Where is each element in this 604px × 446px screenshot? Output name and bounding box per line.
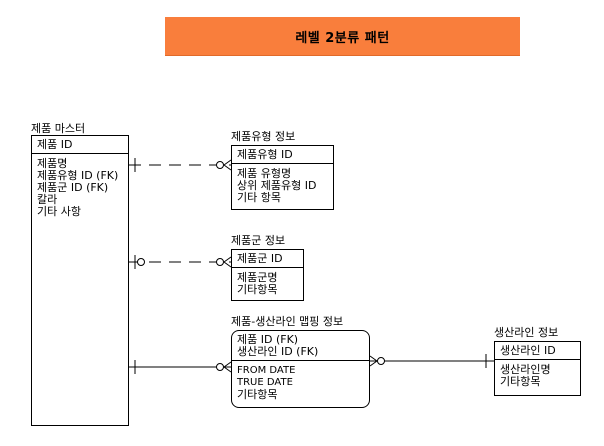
- attribute: 제품군 ID (FK): [37, 181, 109, 194]
- entity-attributes: 생산라인명 기타항목: [495, 360, 580, 388]
- diagram-title: 레벨 2분류 패턴: [295, 30, 390, 46]
- key-attribute: 제품 ID (FK): [237, 333, 299, 346]
- entity-attributes: 제품 유형명 상위 제품유형 ID 기타 항목: [232, 164, 333, 204]
- entity-keys: 제품 ID: [32, 136, 128, 154]
- entity-production-line-title: 생산라인 정보: [494, 326, 559, 339]
- attribute: 제품 유형명: [237, 167, 292, 180]
- attribute: TRUE DATE: [237, 377, 293, 388]
- entity-keys: 제품군 ID: [232, 250, 303, 268]
- attribute: 기타 항목: [237, 191, 281, 204]
- attribute: 상위 제품유형 ID: [237, 179, 317, 192]
- entity-product-type[interactable]: 제품유형 ID 제품 유형명 상위 제품유형 ID 기타 항목: [231, 145, 334, 210]
- diagram-title-banner: 레벨 2분류 패턴: [165, 17, 520, 56]
- entity-product-master-title: 제품 마스터: [31, 122, 86, 135]
- attribute: 제품명: [37, 157, 68, 170]
- attribute: 기타항목: [237, 283, 278, 296]
- entity-keys: 생산라인 ID: [495, 342, 580, 360]
- entity-attributes: 제품군명 기타항목: [232, 268, 303, 296]
- attribute: 칼라: [37, 193, 58, 206]
- entity-mapping-title: 제품-생산라인 맵핑 정보: [231, 315, 344, 328]
- entity-product-type-title: 제품유형 정보: [231, 130, 296, 143]
- attribute: 기타 사항: [37, 205, 81, 218]
- relationship-master-mapping: [129, 360, 232, 374]
- entity-keys: 제품 ID (FK) 생산라인 ID (FK): [232, 331, 369, 361]
- entity-keys: 제품유형 ID: [232, 146, 333, 164]
- entity-product-group[interactable]: 제품군 ID 제품군명 기타항목: [231, 249, 304, 301]
- attribute: 기타항목: [237, 388, 278, 401]
- attribute: 제품유형 ID (FK): [37, 169, 119, 182]
- key-attribute: 생산라인 ID: [500, 344, 556, 357]
- key-attribute: 제품군 ID: [237, 252, 283, 265]
- entity-product-master[interactable]: 제품 ID 제품명 제품유형 ID (FK) 제품군 ID (FK) 칼라 기타…: [31, 135, 129, 426]
- key-attribute: 제품 ID: [37, 138, 73, 151]
- relationship-line-mapping: [369, 354, 494, 368]
- attribute: 기타항목: [500, 375, 541, 388]
- entity-mapping[interactable]: 제품 ID (FK) 생산라인 ID (FK) FROM DATE TRUE D…: [231, 330, 370, 408]
- entity-attributes: FROM DATE TRUE DATE 기타항목: [232, 361, 369, 401]
- entity-production-line[interactable]: 생산라인 ID 생산라인명 기타항목: [494, 341, 581, 396]
- key-attribute: 생산라인 ID (FK): [237, 345, 319, 358]
- entity-product-group-title: 제품군 정보: [231, 234, 286, 247]
- attribute: 제품군명: [237, 271, 278, 284]
- relationship-master-type: [129, 158, 232, 172]
- entity-attributes: 제품명 제품유형 ID (FK) 제품군 ID (FK) 칼라 기타 사항: [32, 154, 128, 218]
- attribute: 생산라인명: [500, 363, 551, 376]
- key-attribute: 제품유형 ID: [237, 148, 293, 161]
- attribute: FROM DATE: [237, 365, 296, 376]
- relationship-master-group: [129, 255, 232, 269]
